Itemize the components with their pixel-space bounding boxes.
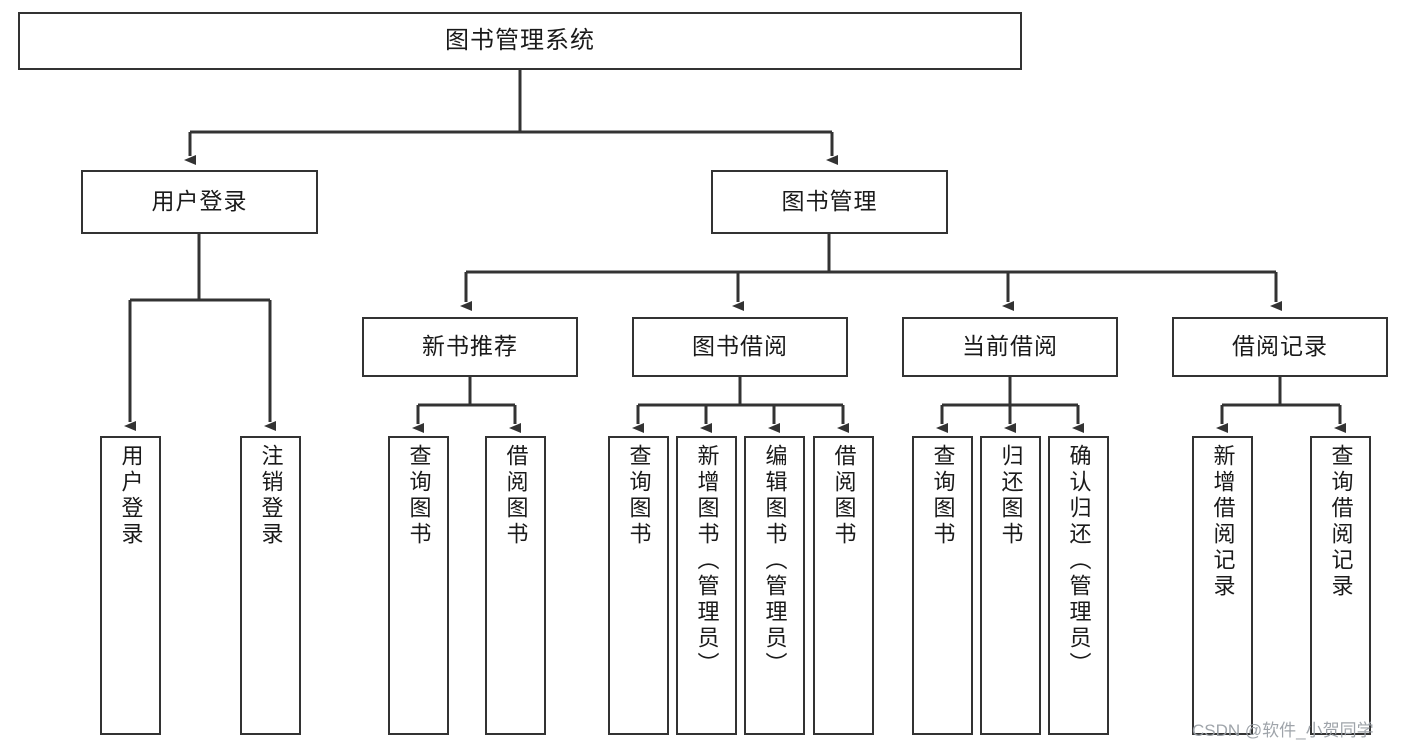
leaf-user-login-signout[interactable]: 注销登录 [240, 436, 301, 735]
node-label: 归还图书 [998, 444, 1024, 548]
node-label: 图书借阅 [692, 333, 788, 360]
node-label: 图书管理 [781, 188, 878, 215]
node-label: 新增借阅记录 [1210, 444, 1236, 600]
node-label: 编辑图书（管理员） [762, 444, 788, 678]
node-borrow-record[interactable]: 借阅记录 [1172, 317, 1388, 377]
node-label: 用户登录 [151, 188, 248, 215]
node-new-book-recommend[interactable]: 新书推荐 [362, 317, 578, 377]
node-label: 查询图书 [406, 444, 432, 548]
leaf-new-book-query[interactable]: 查询图书 [388, 436, 449, 735]
node-current-borrow[interactable]: 当前借阅 [902, 317, 1118, 377]
node-book-borrow[interactable]: 图书借阅 [632, 317, 848, 377]
leaf-book-borrow-add[interactable]: 新增图书（管理员） [676, 436, 737, 735]
node-label: 新增图书（管理员） [694, 444, 720, 678]
leaf-current-borrow-confirm-return[interactable]: 确认归还（管理员） [1048, 436, 1109, 735]
node-label: 注销登录 [258, 444, 284, 548]
leaf-current-borrow-query[interactable]: 查询图书 [912, 436, 973, 735]
node-book-management[interactable]: 图书管理 [711, 170, 948, 234]
node-label: 当前借阅 [962, 333, 1058, 360]
leaf-borrow-record-add[interactable]: 新增借阅记录 [1192, 436, 1253, 735]
node-label: 新书推荐 [422, 333, 518, 360]
leaf-book-borrow-edit[interactable]: 编辑图书（管理员） [744, 436, 805, 735]
node-user-login[interactable]: 用户登录 [81, 170, 318, 234]
node-label: 查询图书 [626, 444, 652, 548]
leaf-current-borrow-return[interactable]: 归还图书 [980, 436, 1041, 735]
node-label: 查询图书 [930, 444, 956, 548]
node-label: 图书管理系统 [445, 26, 595, 54]
leaf-user-login-signin[interactable]: 用户登录 [100, 436, 161, 735]
node-label: 确认归还（管理员） [1066, 444, 1092, 678]
leaf-book-borrow-borrow[interactable]: 借阅图书 [813, 436, 874, 735]
node-label: 查询借阅记录 [1328, 444, 1354, 600]
node-label: 借阅记录 [1232, 333, 1328, 360]
leaf-borrow-record-query[interactable]: 查询借阅记录 [1310, 436, 1371, 735]
csdn-watermark: CSDN @软件_小贺同学 [1192, 721, 1374, 740]
node-label: 借阅图书 [503, 444, 529, 548]
node-label: 用户登录 [118, 444, 144, 548]
node-root-book-management-system[interactable]: 图书管理系统 [18, 12, 1022, 70]
leaf-book-borrow-query[interactable]: 查询图书 [608, 436, 669, 735]
node-label: 借阅图书 [831, 444, 857, 548]
leaf-new-book-borrow[interactable]: 借阅图书 [485, 436, 546, 735]
